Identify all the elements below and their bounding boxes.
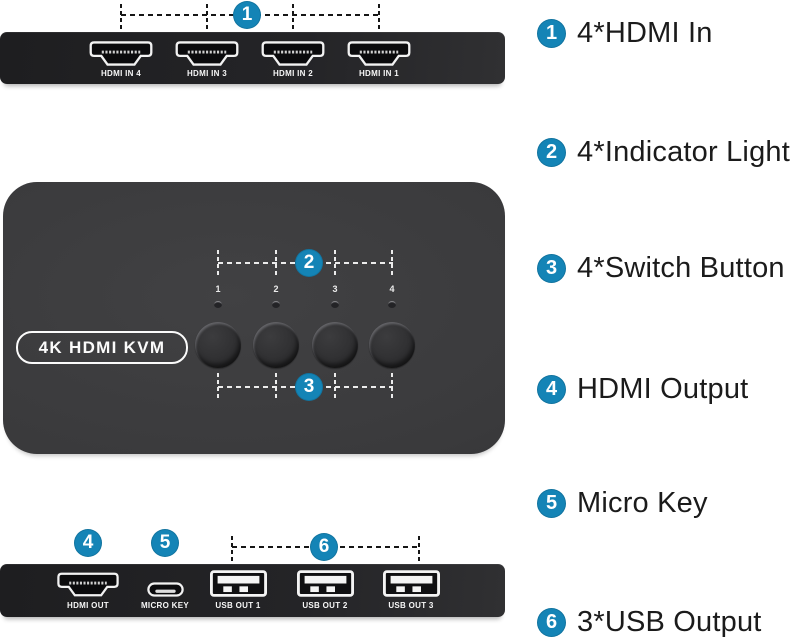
hdmi-out-port: HDMI OUT — [48, 567, 128, 610]
legend-item-micro-key: 5 Micro Key — [537, 487, 708, 519]
callout-tick — [217, 250, 219, 276]
switch-button-1 — [195, 322, 241, 368]
hdmi-in-4-port: HDMI IN 4 — [81, 41, 161, 78]
port-label: HDMI IN 2 — [272, 69, 314, 78]
callout-number: 6 — [318, 536, 330, 557]
port-label: HDMI IN 1 — [358, 69, 400, 78]
port-label: MICRO KEY — [140, 601, 190, 610]
indicator-led-icon — [272, 301, 280, 308]
callout-number: 3 — [303, 376, 315, 397]
hdmi-port-icon — [261, 41, 325, 66]
legend-badge: 1 — [537, 18, 566, 48]
indicator-number: 1 — [215, 284, 221, 294]
callout-badge-4: 4 — [74, 529, 102, 557]
switch-button-2 — [253, 322, 299, 368]
callout-tick — [418, 536, 420, 563]
switch-button-4 — [369, 322, 415, 368]
usb-out-1-port: USB OUT 1 — [198, 567, 278, 610]
legend-item-switch-button: 3 4*Switch Button — [537, 252, 785, 284]
callout-badge-6: 6 — [310, 533, 338, 561]
indicator-number: 4 — [389, 284, 395, 294]
usb-port-icon — [296, 570, 354, 597]
port-label: USB OUT 1 — [215, 601, 261, 610]
legend-item-hdmi-in: 1 4*HDMI In — [537, 17, 713, 49]
callout-tick — [206, 4, 208, 32]
callout-number: 2 — [303, 252, 315, 273]
callout-tick — [292, 4, 294, 32]
callout-tick — [334, 373, 336, 401]
legend-badge: 2 — [537, 137, 566, 167]
indicator-number: 3 — [332, 284, 338, 294]
port-label: USB OUT 3 — [388, 601, 434, 610]
usb-port-icon — [382, 570, 440, 597]
legend-label: HDMI Output — [577, 372, 749, 405]
callout-badge-2: 2 — [295, 249, 323, 277]
switch-button-3 — [312, 322, 358, 368]
legend-label: 4*HDMI In — [577, 16, 713, 49]
indicator-led-icon — [388, 301, 396, 308]
usb-out-2-port: USB OUT 2 — [285, 567, 365, 610]
legend-label: 4*Indicator Light — [577, 135, 790, 168]
legend-label: 3*USB Output — [577, 605, 762, 638]
port-label: USB OUT 2 — [302, 601, 348, 610]
hdmi-port-icon — [57, 572, 119, 597]
callout-tick — [391, 373, 393, 401]
legend-badge: 3 — [537, 253, 566, 283]
callout-badge-1: 1 — [233, 1, 261, 29]
legend-label: Micro Key — [577, 486, 708, 519]
indicator-led-icon — [214, 301, 222, 308]
indicator-number: 2 — [273, 284, 279, 294]
callout-number: 4 — [82, 532, 94, 553]
front-panel: HDMI OUT MICRO KEY USB OUT 1 — [0, 564, 505, 617]
usb-port-icon — [209, 570, 267, 597]
device-top-view: 4K HDMI KVM 2 1 2 3 4 3 — [3, 182, 505, 454]
callout-tick — [120, 4, 122, 32]
hdmi-port-icon — [175, 41, 239, 66]
callout-number: 5 — [159, 532, 171, 553]
hdmi-port-icon — [347, 41, 411, 66]
legend-label: 4*Switch Button — [577, 251, 785, 284]
callout-tick — [217, 373, 219, 401]
hdmi-in-2-port: HDMI IN 2 — [253, 41, 333, 78]
usb-out-3-port: USB OUT 3 — [371, 567, 451, 610]
callout-number: 1 — [241, 4, 253, 25]
callout-tick — [334, 250, 336, 276]
port-label: HDMI IN 4 — [100, 69, 142, 78]
callout-tick — [275, 373, 277, 401]
callout-tick — [231, 536, 233, 563]
legend-badge: 6 — [537, 607, 566, 637]
micro-usb-port-icon — [146, 582, 184, 597]
callout-tick — [378, 4, 380, 32]
rear-panel: HDMI IN 4 HDMI IN 3 HDMI IN 2 HDMI IN 1 — [0, 32, 505, 84]
callout-tick — [391, 250, 393, 276]
device-logo: 4K HDMI KVM — [16, 331, 188, 364]
legend-item-indicator-light: 2 4*Indicator Light — [537, 136, 790, 168]
micro-key-port: MICRO KEY — [125, 567, 205, 610]
hdmi-in-3-port: HDMI IN 3 — [167, 41, 247, 78]
indicator-led-icon — [331, 301, 339, 308]
device-logo-text: 4K HDMI KVM — [38, 337, 166, 357]
port-label: HDMI OUT — [67, 601, 109, 610]
hdmi-in-1-port: HDMI IN 1 — [339, 41, 419, 78]
callout-badge-5: 5 — [151, 529, 179, 557]
hdmi-port-icon — [89, 41, 153, 66]
legend-item-usb-output: 6 3*USB Output — [537, 606, 762, 638]
legend-item-hdmi-output: 4 HDMI Output — [537, 373, 748, 405]
port-label: HDMI IN 3 — [186, 69, 228, 78]
legend-badge: 4 — [537, 374, 566, 404]
callout-badge-3: 3 — [295, 373, 323, 401]
callout-tick — [275, 250, 277, 276]
legend-badge: 5 — [537, 488, 566, 518]
